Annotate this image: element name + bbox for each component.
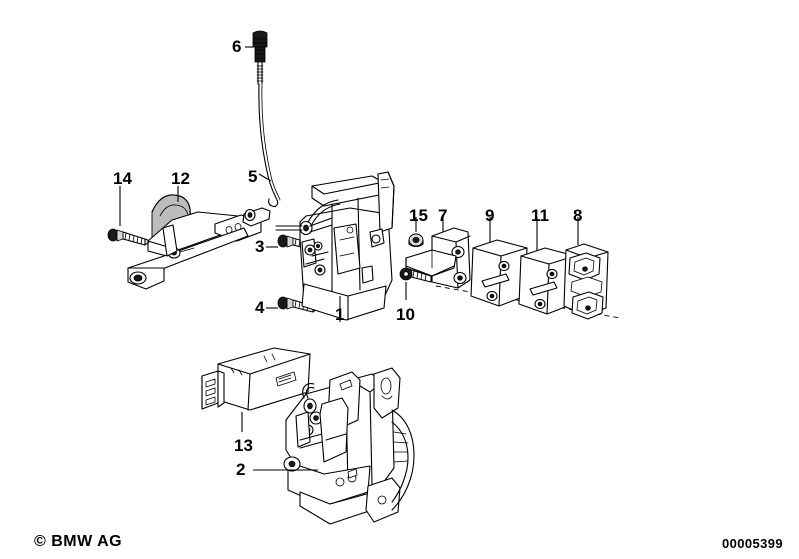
part-7-striker-wedge (405, 227, 471, 289)
callout-4: 4 (255, 298, 265, 317)
callout-7: 7 (438, 206, 448, 225)
callout-3: 3 (255, 237, 265, 256)
part-1-front-door-lock (275, 171, 395, 321)
callout-9: 9 (485, 206, 495, 225)
part-5-lock-rod (258, 83, 281, 208)
callout-10: 10 (396, 305, 415, 324)
part-2-rear-door-lock (283, 367, 415, 525)
leader-5 (258, 173, 272, 182)
callout-11: 11 (531, 206, 549, 225)
copyright-notice: © BMW AG (34, 533, 123, 550)
callout-15: 15 (409, 206, 428, 225)
document-number: 00005399 (722, 536, 784, 551)
callout-8: 8 (573, 206, 583, 225)
callout-6: 6 (232, 37, 242, 56)
part-11-spacer-plate (518, 247, 576, 315)
part-6-lock-knob (252, 30, 268, 85)
callout-2: 2 (236, 460, 246, 479)
part-9-spacer-plate (470, 239, 528, 307)
callout-13: 13 (234, 436, 253, 455)
part-13-control-module (201, 347, 311, 411)
part-12-lock-actuator (127, 194, 271, 290)
callout-5: 5 (248, 167, 258, 186)
part-14-screw (107, 228, 151, 246)
part-15-washer (408, 233, 424, 248)
callout-1: 1 (335, 305, 345, 324)
callout-12: 12 (171, 169, 190, 188)
part-8-striker-buffer (563, 243, 609, 320)
callout-14: 14 (113, 169, 132, 188)
